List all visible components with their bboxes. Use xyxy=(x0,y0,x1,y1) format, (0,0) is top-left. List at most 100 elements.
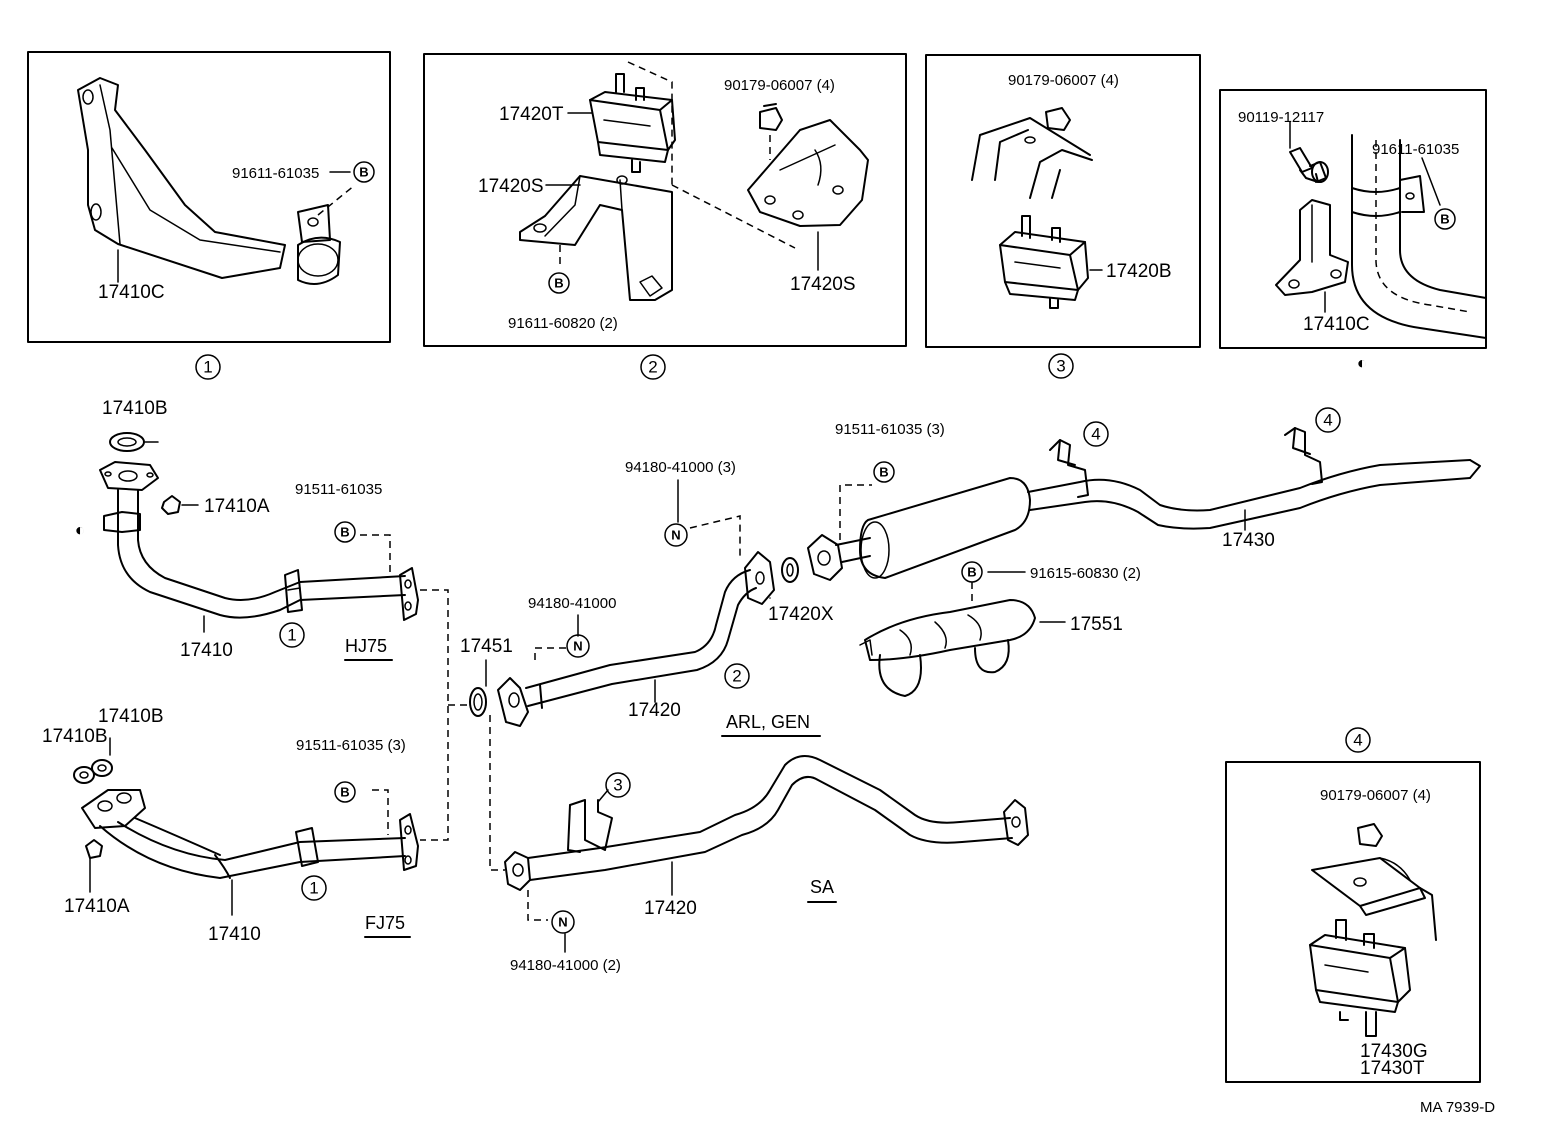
part-17430: 17430 xyxy=(1222,530,1275,551)
part-91615-60830: 91615-60830 (2) xyxy=(1030,565,1141,582)
ref-b-marker xyxy=(548,272,570,294)
ref-n-label: N xyxy=(573,639,582,654)
ref-n-label: N xyxy=(558,915,567,930)
panel-number-badge xyxy=(1345,727,1371,753)
nut-17410a-drawing xyxy=(85,839,103,859)
mount-17420b-drawing xyxy=(999,215,1089,309)
panel-number-badge xyxy=(640,354,666,380)
clamp-bracket-drawing xyxy=(1399,175,1425,213)
circle-ref: 1 xyxy=(287,626,296,645)
hanger-bracket-b-drawing xyxy=(1284,427,1323,485)
outlet-flange-drawing xyxy=(1003,799,1029,846)
panel-1: B 91611-61035 17410C 1 xyxy=(27,51,391,380)
part-17420-sa: 17420 xyxy=(644,898,697,919)
ref-b-marker xyxy=(961,561,983,583)
part-91511-61035-3: 91511-61035 (3) xyxy=(835,421,945,438)
circle-ref: 2 xyxy=(732,667,741,686)
part-91511-61035-3: 91511-61035 (3) xyxy=(296,737,406,754)
part-17551: 17551 xyxy=(1070,614,1123,635)
panel-half-circle-symbol: ◐ xyxy=(1357,354,1367,373)
bracket-drawing xyxy=(971,117,1093,199)
nut-drawing xyxy=(1045,107,1071,131)
bracket-drawing xyxy=(567,799,613,853)
panel-4: 90119-12117 91611-61035 B 17410C ◐ xyxy=(1219,89,1487,373)
hj75-assembly: 17410B 17410A 91511-61035 B 17410 1 ◐ HJ… xyxy=(75,398,419,661)
circle-ref-b: 4 xyxy=(1323,411,1332,430)
clamp-drawing xyxy=(214,827,319,879)
part-17410: 17410 xyxy=(208,924,261,945)
ref-b-label: B xyxy=(340,525,349,540)
outlet-flange-drawing xyxy=(744,551,775,605)
ref-b-label: B xyxy=(1440,212,1449,227)
circle-ref-badge xyxy=(301,875,327,901)
circle-ref-a: 4 xyxy=(1091,425,1100,444)
bushing-drawing xyxy=(297,204,341,285)
arl-gen-assembly: 94180-41000 (3) N 94180-41000 N 17420 2 … xyxy=(497,459,821,737)
clamp-drawing xyxy=(103,511,303,613)
part-94180-41000-3: 94180-41000 (3) xyxy=(625,459,736,476)
gasket-17420x-drawing xyxy=(781,557,799,583)
part-17420s-right: 17420S xyxy=(790,274,856,295)
circle-ref-badge xyxy=(279,622,305,648)
part-17420s: 17420S xyxy=(478,176,544,197)
ref-n-marker xyxy=(664,523,688,547)
drawing-code: MA 7939-D xyxy=(1420,1099,1495,1116)
ref-b-marker xyxy=(353,161,375,183)
ref-b-label: B xyxy=(359,165,368,180)
outlet-flange-drawing xyxy=(399,567,419,621)
hanger-bracket-a-drawing xyxy=(1049,439,1089,498)
sa-assembly: N 94180-41000 (2) 17420 3 SA xyxy=(504,755,1029,974)
circle-ref-badge xyxy=(605,772,631,798)
panel-number: 1 xyxy=(203,358,212,377)
nut-17410a-drawing xyxy=(161,495,181,515)
mount-17430-drawing xyxy=(1309,919,1411,1037)
nut-drawing xyxy=(759,103,783,131)
fj75-assembly: 17410B 17410B 17410A 91511-61035 (3) B 1… xyxy=(42,589,449,945)
inlet-flange-drawing xyxy=(504,851,531,891)
variant-hj75: HJ75 xyxy=(345,636,387,656)
circle-ref-badge xyxy=(1083,421,1109,447)
ref-b-label: B xyxy=(879,465,888,480)
panel-number: 2 xyxy=(648,358,657,377)
part-90179-06007: 90179-06007 (4) xyxy=(724,77,835,94)
ref-b-marker xyxy=(334,521,356,543)
panel-number: 4 xyxy=(1353,731,1362,750)
part-91611-60820: 91611-60820 (2) xyxy=(508,315,618,332)
part-91511-61035: 91511-61035 xyxy=(295,481,382,498)
half-circle-symbol: ◐ xyxy=(75,521,85,540)
ref-b-label: B xyxy=(967,565,976,580)
circle-ref: 3 xyxy=(613,776,622,795)
part-94180-41000-2: 94180-41000 (2) xyxy=(510,957,621,974)
part-94180-41000: 94180-41000 xyxy=(528,595,616,612)
ref-b-label: B xyxy=(340,785,349,800)
flange-drawing xyxy=(99,461,159,491)
muffler-drawing xyxy=(859,477,1031,579)
part-17420-arl: 17420 xyxy=(628,700,681,721)
ref-b-marker xyxy=(334,781,356,803)
panel-3-frame xyxy=(925,54,1201,348)
part-17420x: 17420X xyxy=(768,604,834,625)
part-17451: 17451 xyxy=(460,636,513,657)
panel-number-badge xyxy=(1048,353,1074,379)
panel-2: 17420T 17420S 90179-06007 (4) 17420S B 9… xyxy=(423,53,907,380)
panel-number-badge xyxy=(195,354,221,380)
variant-sa: SA xyxy=(810,877,834,897)
variant-fj75: FJ75 xyxy=(365,913,405,933)
part-17410c: 17410C xyxy=(1303,314,1370,335)
pipe-drawing xyxy=(1351,134,1487,339)
panel-3: 90179-06007 (4) 17420B 3 xyxy=(925,54,1201,379)
ref-n-marker xyxy=(566,634,590,658)
ref-b-label: B xyxy=(554,276,563,291)
circle-ref-badge xyxy=(724,663,750,689)
part-17410b: 17410B xyxy=(102,398,168,419)
inlet-flange-drawing xyxy=(497,677,529,727)
bracket-17420s-drawing xyxy=(519,175,673,301)
heat-insulator-drawing xyxy=(859,599,1036,697)
panel-5: 4 90179-06007 (4) 17430G 17430T xyxy=(1225,727,1481,1083)
panel-number: 3 xyxy=(1056,357,1065,376)
part-17420t: 17420T xyxy=(499,104,564,125)
part-17430t: 17430T xyxy=(1360,1058,1425,1079)
muffler-flange-drawing xyxy=(807,534,843,581)
gasket-17410b-drawing xyxy=(109,432,145,452)
